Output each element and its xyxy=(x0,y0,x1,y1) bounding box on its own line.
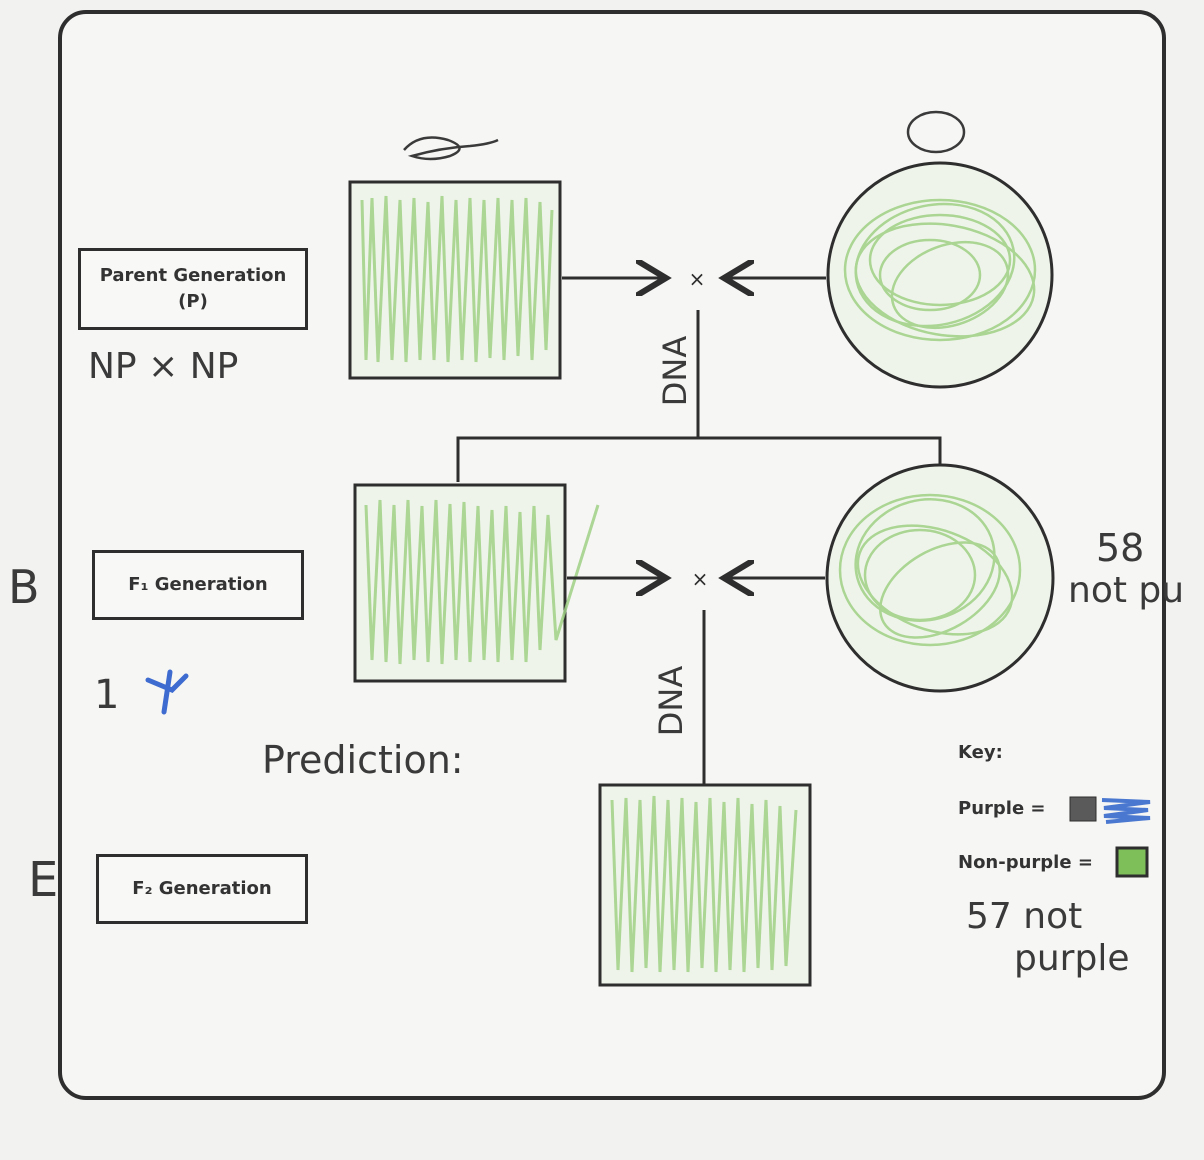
f1-generation-text: F₁ Generation xyxy=(128,574,268,595)
female-symbol xyxy=(906,110,966,154)
letter-b: B xyxy=(8,560,40,614)
key-nonpurple-label: Non-purple = xyxy=(958,852,1093,873)
parent-cross-note: NP × NP xyxy=(88,346,239,387)
parent-female-scribble xyxy=(843,198,1037,342)
f1-generation-label: F₁ Generation xyxy=(92,550,304,620)
key-purple-label: Purple = xyxy=(958,798,1046,819)
blue-check-mark xyxy=(145,669,189,715)
count-one: 1 xyxy=(94,672,120,718)
count-58: 58 xyxy=(1096,526,1145,570)
prediction-note: Prediction: xyxy=(262,738,464,782)
f2-generation-text: F₂ Generation xyxy=(132,878,272,899)
key-nonpurple-swatch xyxy=(1115,846,1149,878)
f1-female-scribble xyxy=(838,493,1022,647)
parent-cross-symbol: × xyxy=(689,267,706,291)
parent-symbol-text: (P) xyxy=(178,291,208,312)
dna-lower-label: DNA xyxy=(652,665,691,737)
f2-generation-label: F₂ Generation xyxy=(96,854,308,924)
parent-generation-text: Parent Generation xyxy=(99,265,287,286)
key-title: Key: xyxy=(958,742,1003,763)
purple-word-note: purple xyxy=(1014,938,1130,979)
f2-scribble xyxy=(610,795,798,973)
parent-male-scribble xyxy=(360,195,554,363)
parent-female-circle xyxy=(826,161,1054,389)
letter-e: E xyxy=(28,852,59,908)
f1-cross-symbol: × xyxy=(692,567,709,591)
dna-upper-label: DNA xyxy=(656,335,695,407)
male-symbol xyxy=(403,136,499,161)
key-purple-scribble xyxy=(1101,798,1151,824)
parent-generation-label: Parent Generation (P) xyxy=(78,248,308,330)
key-purple-swatch xyxy=(1069,796,1097,822)
count-57-note: 57 not xyxy=(966,896,1083,937)
not-pu-note: not pu xyxy=(1068,570,1185,611)
f1-male-scribble xyxy=(364,499,600,665)
